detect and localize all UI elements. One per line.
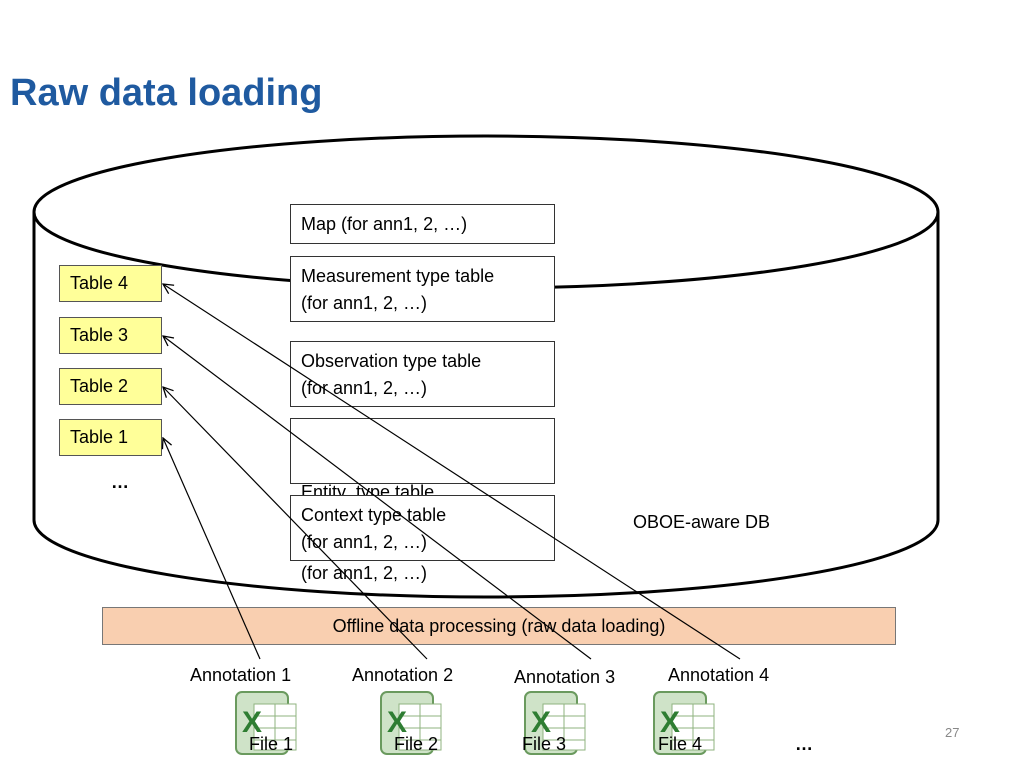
svg-text:X: X <box>531 706 551 739</box>
page-title: Raw data loading <box>10 72 323 114</box>
map-box: Map (for ann1, 2, …) <box>290 204 555 244</box>
measurement-type-table-scope: (for ann1, 2, …) <box>301 293 428 313</box>
annotation-1-label: Annotation 1 <box>190 665 292 685</box>
offline-processing-bar: Offline data processing (raw data loadin… <box>102 607 896 645</box>
file-1-label: File 1 <box>249 734 294 754</box>
annotation-4-label: Annotation 4 <box>668 665 770 685</box>
arrow-annotation-4-to-table-4 <box>163 284 741 660</box>
annotation-3-label: Annotation 3 <box>514 667 616 687</box>
context-type-table-box: Context type table (for ann1, 2, …) <box>290 495 555 561</box>
file-2-label: File 2 <box>394 734 439 754</box>
files-ellipsis: … <box>795 734 813 754</box>
excel-spreadsheet-icon: X <box>235 691 297 755</box>
db-label: OBOE-aware DB <box>633 512 771 532</box>
excel-spreadsheet-icon: X <box>380 691 442 755</box>
annotation-2-label: Annotation 2 <box>352 665 454 685</box>
observation-type-table-label: Observation type table <box>301 351 482 371</box>
svg-text:X: X <box>242 706 262 739</box>
excel-spreadsheet-icon: X <box>653 691 715 755</box>
table-3-box: Table 3 <box>59 317 162 354</box>
observation-type-table-scope: (for ann1, 2, …) <box>301 378 428 398</box>
context-type-table-scope: (for ann1, 2, …) <box>301 532 428 552</box>
entity-type-table-scope: (for ann1, 2, …) <box>301 563 428 583</box>
file-3-label: File 3 <box>522 734 567 754</box>
file-4-label: File 4 <box>658 734 703 754</box>
arrow-annotation-1-to-table-1 <box>163 438 261 660</box>
page-number: 27 <box>945 725 960 740</box>
measurement-type-table-label: Measurement type table <box>301 266 495 286</box>
map-box-label: Map (for ann1, 2, …) <box>301 214 468 234</box>
cylinder-body <box>32 212 940 599</box>
measurement-type-table-box: Measurement type table (for ann1, 2, …) <box>290 256 555 322</box>
excel-spreadsheet-icon: X <box>524 691 586 755</box>
observation-type-table-box: Observation type table (for ann1, 2, …) <box>290 341 555 407</box>
svg-text:X: X <box>387 706 407 739</box>
entity-type-table-box: Entity type table (for ann1, 2, …) <box>290 418 555 583</box>
table-4-box: Table 4 <box>59 265 162 302</box>
table-2-box: Table 2 <box>59 368 162 405</box>
table-1-box: Table 1 <box>59 419 162 456</box>
svg-text:X: X <box>660 706 680 739</box>
tables-ellipsis: … <box>111 472 129 492</box>
arrow-annotation-3-to-table-3 <box>163 336 592 660</box>
arrow-annotation-2-to-table-2 <box>163 387 428 660</box>
context-type-table-label: Context type table <box>301 505 447 525</box>
